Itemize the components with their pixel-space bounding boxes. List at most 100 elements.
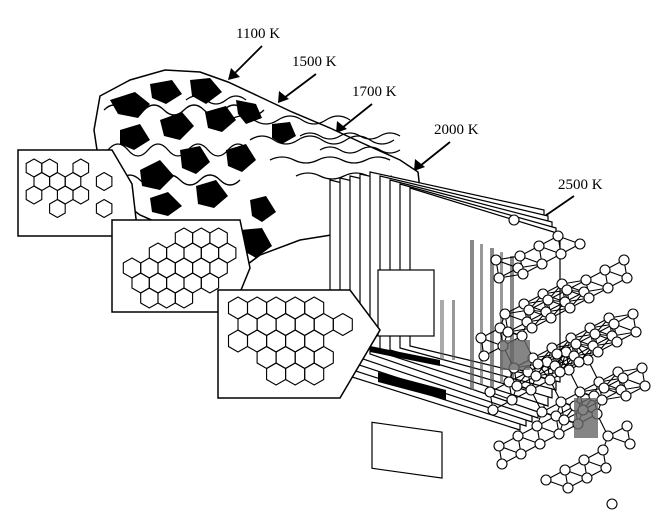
atom (578, 454, 590, 466)
atom (599, 264, 611, 276)
atom (627, 308, 639, 320)
atom (573, 356, 585, 368)
atom (502, 326, 514, 338)
dark-bands (370, 346, 446, 400)
atom (526, 322, 538, 334)
atom (532, 358, 544, 370)
atom (555, 248, 567, 260)
hexagon-fragment-1 (25, 158, 113, 219)
atom (597, 444, 609, 456)
atom (536, 258, 548, 270)
label-2500k: 2500 K (558, 177, 603, 193)
inset-panel-2 (111, 219, 251, 313)
atom (624, 438, 636, 450)
atom (478, 350, 490, 362)
atom (531, 420, 543, 432)
atom (487, 404, 499, 416)
atom (554, 366, 566, 378)
atom (516, 330, 528, 342)
atom (525, 384, 537, 396)
hexagon-cell (332, 312, 353, 337)
atom (555, 396, 567, 408)
atom (517, 268, 529, 280)
atom (611, 336, 623, 348)
atom (621, 420, 633, 432)
atom (540, 474, 552, 486)
hexagon-cell (174, 287, 194, 309)
label-1700k: 1700 K (352, 84, 397, 100)
atom (620, 390, 632, 402)
arrow-1700k (341, 103, 373, 129)
atom (536, 406, 548, 418)
atom (545, 312, 557, 324)
atom (639, 380, 651, 392)
atom (636, 362, 648, 374)
inset-panel-1 (17, 149, 139, 237)
atom (596, 394, 608, 406)
atom (574, 386, 586, 398)
atom (561, 284, 573, 296)
atom (600, 462, 612, 474)
atom (484, 386, 496, 398)
atom (562, 482, 574, 494)
atom (534, 438, 546, 450)
atom (496, 458, 508, 470)
atom (511, 380, 523, 392)
atom (598, 382, 610, 394)
graphite-crystal-network (475, 214, 651, 510)
atom (582, 354, 594, 366)
atom (570, 338, 582, 350)
hexagon-cell (304, 362, 325, 386)
atom (617, 372, 629, 384)
label-2000k: 2000 K (434, 122, 479, 138)
atom (553, 428, 565, 440)
atom (589, 328, 601, 340)
hexagon-cell (95, 198, 113, 219)
atom (564, 302, 576, 314)
atom (618, 254, 630, 266)
hexagon-cell (200, 272, 220, 294)
atom (512, 430, 524, 442)
inset-panel-3 (217, 289, 381, 399)
atom (592, 346, 604, 358)
sheet-inner-marks (371, 269, 443, 479)
hexagon-cell (72, 185, 90, 205)
hexagon-fragment-2 (122, 227, 237, 309)
atom (608, 318, 620, 330)
atom (514, 250, 526, 262)
hexagon-fragment-3 (227, 296, 353, 386)
label-1100k: 1100 K (236, 26, 280, 42)
atom (493, 272, 505, 284)
atom (508, 214, 520, 226)
atom (602, 430, 614, 442)
atom (515, 448, 527, 460)
label-1500k: 1500 K (292, 54, 337, 70)
atom (602, 282, 614, 294)
atom (558, 414, 570, 426)
hexagon-cell (49, 198, 66, 219)
atom (542, 294, 554, 306)
atom (580, 274, 592, 286)
atom (551, 348, 563, 360)
hexagon-cell (25, 185, 43, 205)
atom (506, 394, 518, 406)
atom (563, 364, 575, 376)
atom (583, 292, 595, 304)
atom (581, 472, 593, 484)
arrow-1500k (283, 73, 317, 99)
atom (530, 370, 542, 382)
atom (606, 498, 618, 510)
atom (559, 464, 571, 476)
atom (499, 308, 511, 320)
temperature-arrows (233, 45, 575, 219)
atom (630, 326, 642, 338)
atom (552, 230, 564, 242)
arrow-2000k (419, 141, 451, 167)
arrow-2500k (541, 195, 575, 219)
atom (493, 440, 505, 452)
atom (523, 304, 535, 316)
atom (533, 240, 545, 252)
arrow-1100k (233, 45, 263, 75)
atom (475, 332, 487, 344)
